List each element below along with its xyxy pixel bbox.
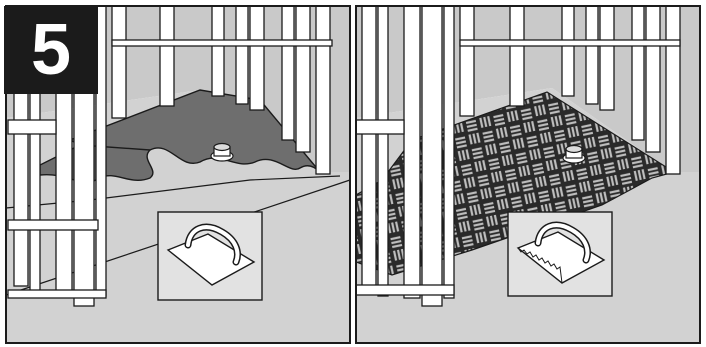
right-panel-drawing: [352, 0, 706, 347]
drain-icon: [210, 142, 234, 162]
notched-trowel-inset: [507, 211, 613, 297]
wall-studs-back: [459, 5, 681, 175]
left-panel-drawing: [5, 5, 351, 344]
flat-trowel-inset: [157, 211, 263, 301]
wall-studs-back: [111, 5, 333, 175]
notched-trowel-icon: [516, 221, 606, 284]
right-panel: [352, 0, 706, 347]
step-number-badge: 5: [4, 6, 98, 94]
drain-icon: [562, 144, 586, 164]
left-panel: 5: [4, 5, 351, 344]
flat-trowel-icon: [166, 223, 256, 286]
wall-studs-left: [355, 5, 455, 307]
